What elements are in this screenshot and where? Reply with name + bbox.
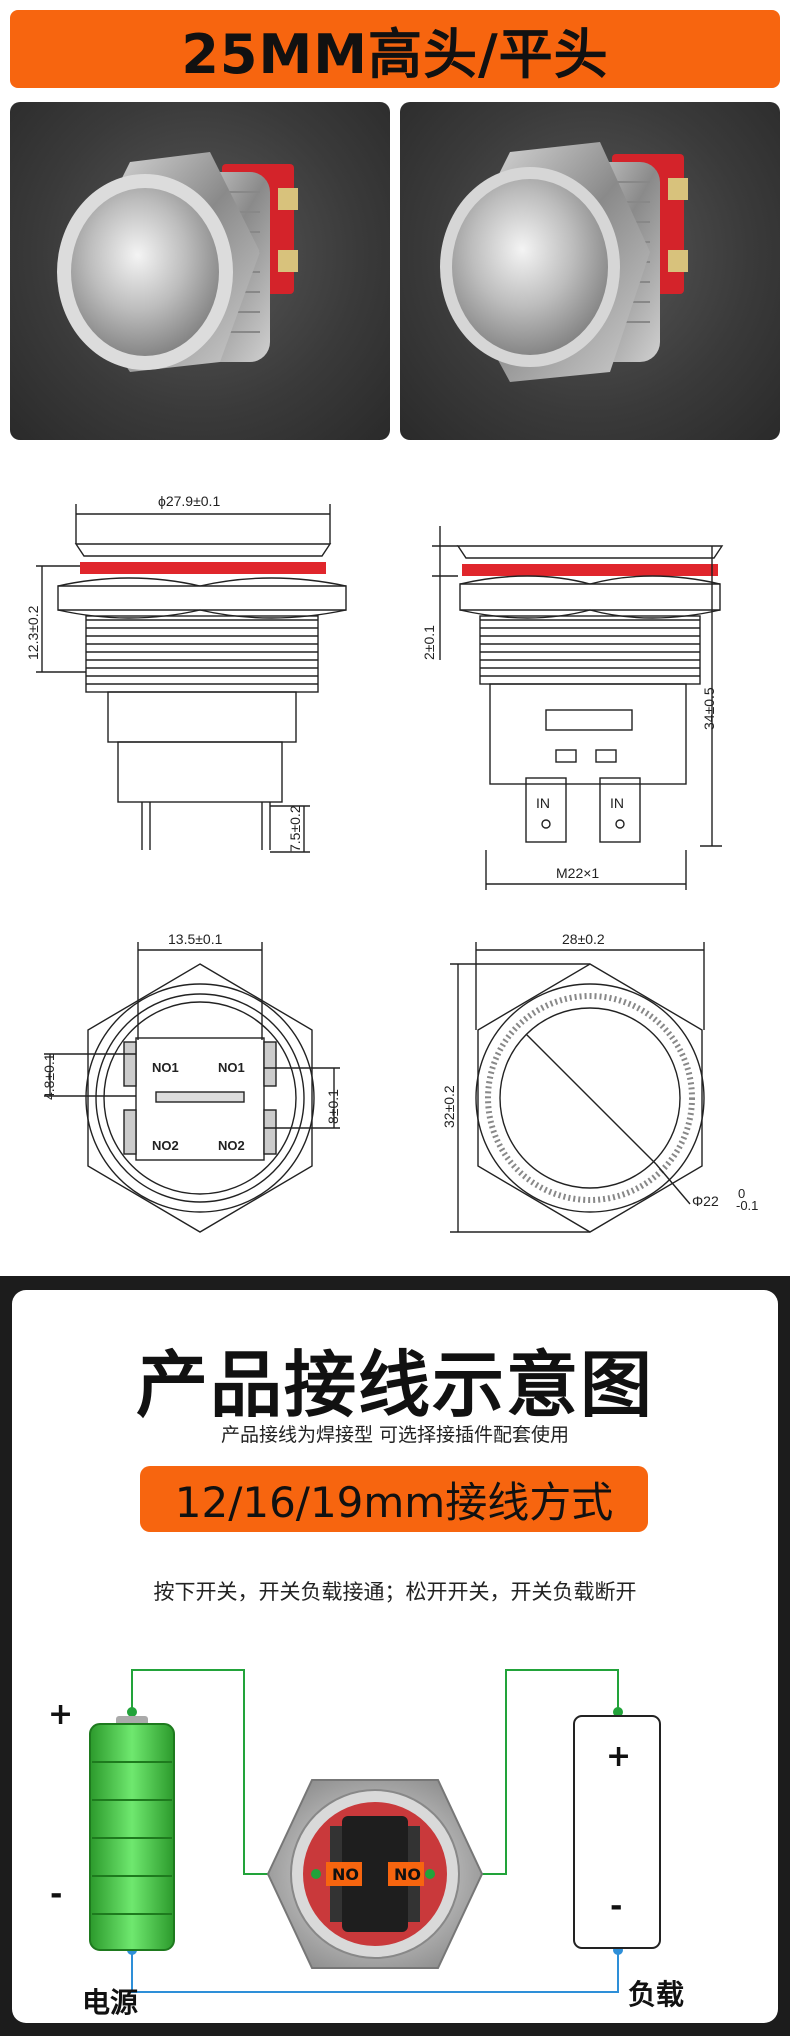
load-icon <box>573 1715 661 1949</box>
bottom-left-right-label: 8±0.1 <box>325 1089 341 1124</box>
load-plus-sign: + <box>606 1739 631 1774</box>
no-left-badge <box>326 1862 362 1886</box>
switch-right-node <box>425 1869 435 1879</box>
switch-bottom-icon <box>266 1779 484 1969</box>
product-photo-high-head <box>10 102 390 440</box>
title-banner: 25MM高头/平头 <box>10 10 780 88</box>
side-right-height-label: 2±0.1 <box>421 625 437 660</box>
load-minus-sign: - <box>610 1889 622 1924</box>
battery-plus-sign: + <box>48 1697 73 1732</box>
side-left-diameter-label: ϕ27.9±0.1 <box>158 493 220 509</box>
product-photo-flat-head <box>400 102 780 440</box>
power-label: 电源 <box>82 1986 138 2019</box>
bottom-view-left <box>44 942 340 1233</box>
terminal-label-no2-left: NO2 <box>152 1138 179 1153</box>
side-view-left <box>36 504 347 853</box>
wiring-heading: 产品接线示意图 <box>135 1343 654 1427</box>
bottom-left-left-label: 4.8±0.1 <box>41 1053 57 1100</box>
no-right-label: NO <box>394 1865 421 1884</box>
terminal-label-no1-left: NO1 <box>152 1060 179 1075</box>
tolerance-upper: 0 <box>738 1186 745 1201</box>
battery-icon <box>89 1716 175 1951</box>
pin-label-right: IN <box>610 795 624 811</box>
side-view-right <box>432 526 724 890</box>
wiring-description: 按下开关，开关负载接通；松开开关，开关负载断开 <box>153 1580 637 1604</box>
side-left-height-label: 12.3±0.2 <box>25 605 41 660</box>
side-left-pin-label: 7.5±0.2 <box>287 805 303 852</box>
bottom-right-height-label: 32±0.2 <box>441 1085 457 1128</box>
bottom-view-right <box>450 942 705 1233</box>
load-plus-node <box>613 1707 623 1717</box>
circuit-diagram: + - 电源 NO NO <box>12 1620 778 2020</box>
bottom-right-width-label: 28±0.2 <box>562 931 605 947</box>
battery-minus-sign: - <box>50 1877 62 1912</box>
terminal-label-no1-right: NO1 <box>218 1060 245 1075</box>
battery-plus-node <box>127 1707 137 1717</box>
terminal-label-no2-right: NO2 <box>218 1138 245 1153</box>
wiring-section: 产品接线示意图 产品接线为焊接型 可选择接插件配套使用 12/16/19mm接线… <box>0 1276 790 2036</box>
side-right-total-label: 34±0.5 <box>701 687 717 730</box>
load-label: 负载 <box>628 1978 684 2011</box>
bottom-right-diameter-label: Φ22 <box>692 1193 719 1209</box>
wiring-mode-label: 12/16/19mm接线方式 <box>174 1477 614 1527</box>
technical-drawings: ϕ27.9±0.1 12.3±0.2 7.5±0.2 <box>0 460 790 1260</box>
wiring-mode-badge: 12/16/19mm接线方式 <box>140 1466 648 1532</box>
wiring-panel: 产品接线示意图 产品接线为焊接型 可选择接插件配套使用 12/16/19mm接线… <box>12 1290 778 2023</box>
tolerance-lower: -0.1 <box>736 1198 758 1213</box>
no-right-badge <box>388 1862 424 1886</box>
wiring-subheading: 产品接线为焊接型 可选择接插件配套使用 <box>220 1424 570 1446</box>
side-right-thread-label: M22×1 <box>556 865 599 881</box>
page-title: 25MM高头/平头 <box>181 22 609 86</box>
switch-left-node <box>311 1869 321 1879</box>
no-left-label: NO <box>332 1865 359 1884</box>
pin-label-left: IN <box>536 795 550 811</box>
bottom-left-width-label: 13.5±0.1 <box>168 931 223 947</box>
